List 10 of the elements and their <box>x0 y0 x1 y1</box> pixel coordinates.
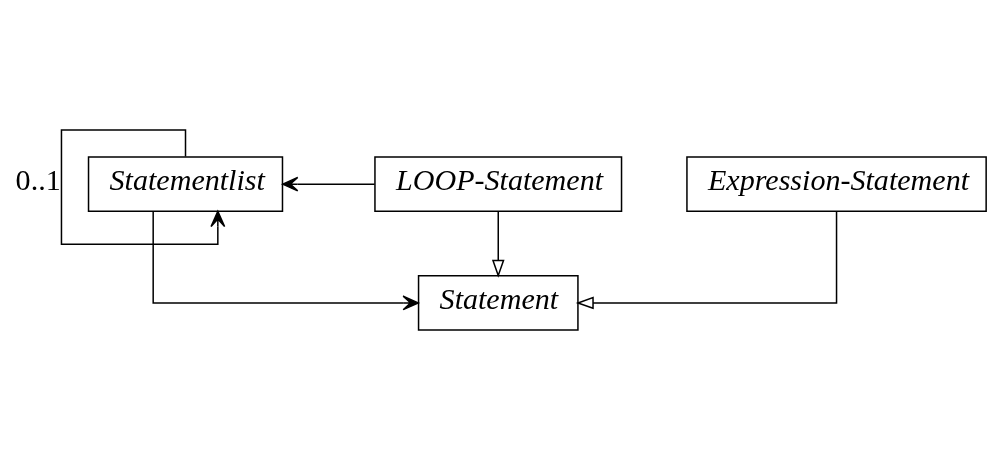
node-box: Statementlist <box>87 155 284 212</box>
node-box: Statement <box>417 274 579 331</box>
edge-label: 0..1 <box>15 162 61 197</box>
arrow <box>281 176 376 192</box>
node-box: Expression-Statement <box>686 155 987 212</box>
arrow <box>491 210 505 278</box>
arrow <box>575 210 838 309</box>
arrow <box>152 210 419 310</box>
arrow <box>60 128 226 245</box>
node-box: LOOP-Statement <box>374 155 623 212</box>
